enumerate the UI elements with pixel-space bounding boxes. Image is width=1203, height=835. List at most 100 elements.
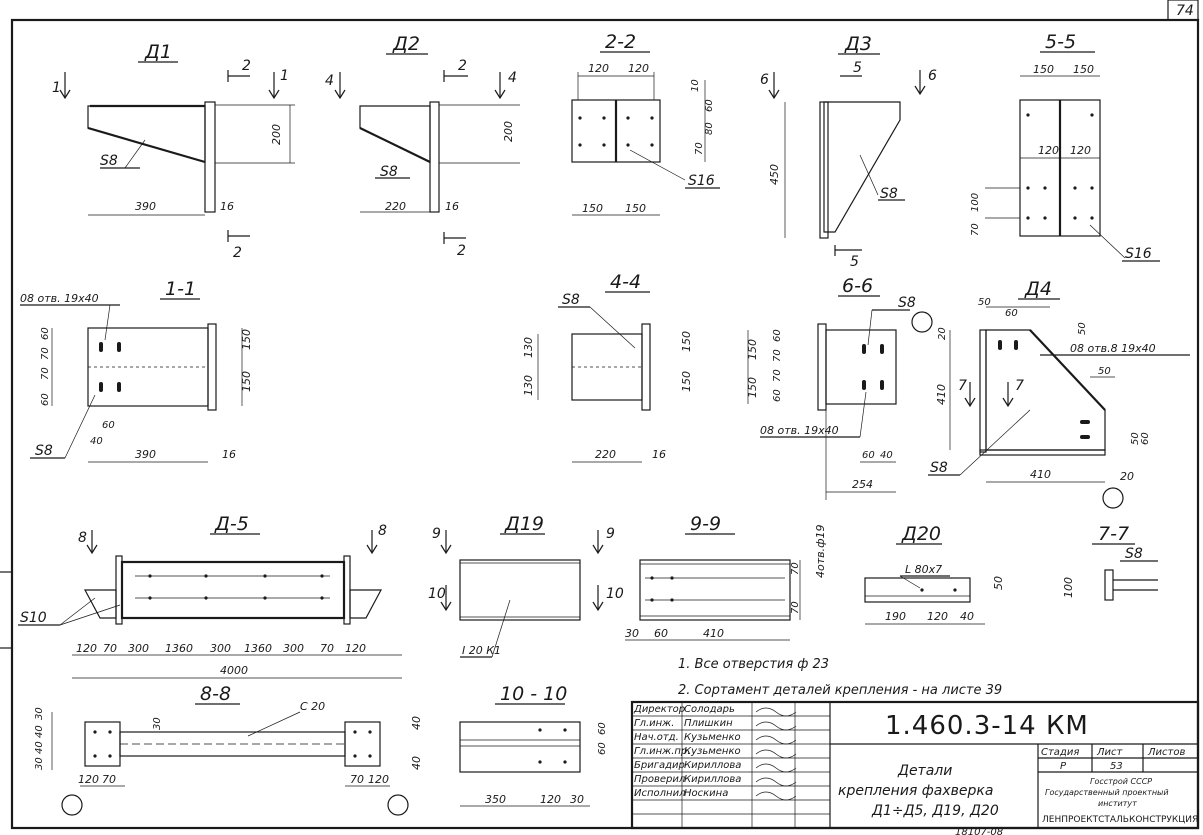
svg-text:Кузьменко: Кузьменко bbox=[684, 732, 741, 743]
svg-text:S16: S16 bbox=[1125, 246, 1152, 262]
svg-text:410: 410 bbox=[1030, 468, 1051, 481]
svg-text:120: 120 bbox=[345, 642, 366, 655]
svg-text:5-5: 5-5 bbox=[1045, 31, 1076, 53]
svg-text:08 отв. 19х40: 08 отв. 19х40 bbox=[20, 292, 99, 305]
svg-text:Гл.инж.пр.: Гл.инж.пр. bbox=[634, 746, 690, 757]
note-2: 2. Сортамент деталей крепления - на лист… bbox=[678, 683, 1002, 698]
svg-text:Лист: Лист bbox=[1096, 747, 1124, 758]
description-line-3: Д1÷Д5, Д19, Д20 bbox=[871, 803, 999, 819]
svg-text:5: 5 bbox=[850, 254, 859, 270]
svg-text:40: 40 bbox=[880, 450, 893, 461]
section-2-2: 2-2 120 120 150 150 10 60 80 70 S16 bbox=[571, 31, 720, 216]
svg-text:50: 50 bbox=[1130, 432, 1141, 445]
svg-text:60: 60 bbox=[102, 420, 115, 431]
svg-text:300: 300 bbox=[283, 642, 304, 655]
sheet-frame bbox=[10, 18, 1200, 830]
svg-text:S8: S8 bbox=[930, 460, 948, 476]
svg-text:S8: S8 bbox=[380, 164, 398, 180]
svg-text:9: 9 bbox=[432, 526, 441, 542]
svg-text:60: 60 bbox=[704, 99, 715, 112]
svg-text:2: 2 bbox=[458, 58, 467, 74]
svg-text:6: 6 bbox=[928, 68, 937, 84]
svg-text:Д19: Д19 bbox=[504, 513, 544, 535]
sheet-number: 74 bbox=[1176, 3, 1194, 19]
svg-text:S8: S8 bbox=[562, 292, 580, 308]
svg-text:30: 30 bbox=[152, 717, 163, 730]
svg-text:220: 220 bbox=[595, 448, 616, 461]
svg-text:8-8: 8-8 bbox=[200, 683, 231, 705]
svg-text:Д-5: Д-5 bbox=[214, 513, 249, 535]
footer-number: 18107-08 bbox=[955, 827, 1003, 835]
svg-text:100: 100 bbox=[970, 193, 981, 212]
svg-text:10: 10 bbox=[606, 586, 624, 602]
svg-text:30: 30 bbox=[625, 627, 639, 640]
svg-text:1360: 1360 bbox=[165, 642, 193, 655]
detail-d1-title: Д1 bbox=[144, 41, 172, 63]
svg-text:60: 60 bbox=[862, 450, 875, 461]
svg-text:институт: институт bbox=[1098, 799, 1137, 808]
svg-text:20: 20 bbox=[1120, 470, 1134, 483]
description-line-2: крепления фахверка bbox=[838, 783, 993, 799]
section-7-7: 7-7 S8 100 bbox=[1062, 523, 1158, 601]
svg-text:4: 4 bbox=[325, 73, 334, 89]
svg-text:Кузьменко: Кузьменко bbox=[684, 746, 741, 757]
svg-text:S8: S8 bbox=[880, 186, 898, 202]
svg-text:70: 70 bbox=[790, 601, 801, 614]
svg-text:Госстрой СССР: Госстрой СССР bbox=[1090, 777, 1152, 786]
svg-text:300: 300 bbox=[210, 642, 231, 655]
svg-text:53: 53 bbox=[1110, 761, 1123, 772]
svg-text:30: 30 bbox=[570, 793, 584, 806]
svg-text:Кириллова: Кириллова bbox=[684, 760, 741, 771]
svg-text:Кириллова: Кириллова bbox=[684, 774, 741, 785]
section-9-9: 9-9 4отв.ф19 70 70 30 60 410 bbox=[625, 513, 827, 641]
svg-text:2: 2 bbox=[242, 58, 251, 74]
svg-text:Р: Р bbox=[1060, 761, 1067, 772]
svg-text:8: 8 bbox=[378, 523, 387, 539]
svg-text:50: 50 bbox=[1098, 366, 1111, 377]
svg-text:60: 60 bbox=[772, 389, 783, 402]
svg-text:70: 70 bbox=[350, 773, 364, 786]
svg-text:08 отв. 19х40: 08 отв. 19х40 bbox=[760, 424, 839, 437]
svg-text:S8: S8 bbox=[898, 295, 916, 311]
svg-text:20: 20 bbox=[937, 327, 948, 340]
svg-text:Листов: Листов bbox=[1147, 747, 1185, 758]
svg-text:7: 7 bbox=[1015, 378, 1024, 394]
svg-text:2: 2 bbox=[457, 243, 466, 259]
svg-text:50: 50 bbox=[1077, 322, 1088, 335]
svg-text:70: 70 bbox=[40, 347, 51, 360]
svg-text:70: 70 bbox=[772, 349, 783, 362]
svg-text:16: 16 bbox=[220, 200, 234, 213]
svg-text:254: 254 bbox=[852, 478, 873, 491]
svg-text:70: 70 bbox=[694, 142, 705, 155]
svg-text:16: 16 bbox=[222, 448, 236, 461]
svg-text:5: 5 bbox=[853, 60, 862, 76]
svg-text:150: 150 bbox=[240, 371, 253, 392]
svg-text:130: 130 bbox=[522, 375, 535, 396]
svg-text:120: 120 bbox=[540, 793, 561, 806]
svg-text:120: 120 bbox=[1038, 144, 1059, 157]
detail-d19: Д19 9 9 10 10 I 20 К1 bbox=[428, 513, 624, 658]
svg-text:120: 120 bbox=[368, 773, 389, 786]
svg-text:100: 100 bbox=[1062, 577, 1075, 598]
svg-text:50: 50 bbox=[992, 576, 1005, 590]
svg-text:9-9: 9-9 bbox=[690, 513, 721, 535]
svg-text:60: 60 bbox=[1140, 432, 1151, 445]
svg-text:Носкина: Носкина bbox=[684, 788, 728, 799]
detail-d1: Д1 1 1 2 S8 390 16 200 2 bbox=[52, 41, 295, 261]
description-line-1: Детали bbox=[897, 763, 952, 779]
svg-text:40: 40 bbox=[34, 741, 45, 754]
svg-text:70: 70 bbox=[772, 369, 783, 382]
svg-text:390: 390 bbox=[135, 200, 156, 213]
notes: 1. Все отверстия ф 23 2. Сортамент детал… bbox=[678, 657, 1002, 698]
svg-text:4отв.ф19: 4отв.ф19 bbox=[814, 524, 827, 578]
section-6-6: 6-6 S8 150 150 60 70 70 60 08 отв. 19х40… bbox=[746, 275, 916, 500]
svg-text:9: 9 bbox=[606, 526, 615, 542]
svg-text:Д4: Д4 bbox=[1024, 278, 1052, 300]
svg-text:Исполнил: Исполнил bbox=[634, 788, 686, 799]
svg-text:Бригадир: Бригадир bbox=[634, 760, 685, 771]
svg-text:70: 70 bbox=[320, 642, 334, 655]
svg-text:410: 410 bbox=[935, 384, 948, 405]
svg-text:300: 300 bbox=[128, 642, 149, 655]
